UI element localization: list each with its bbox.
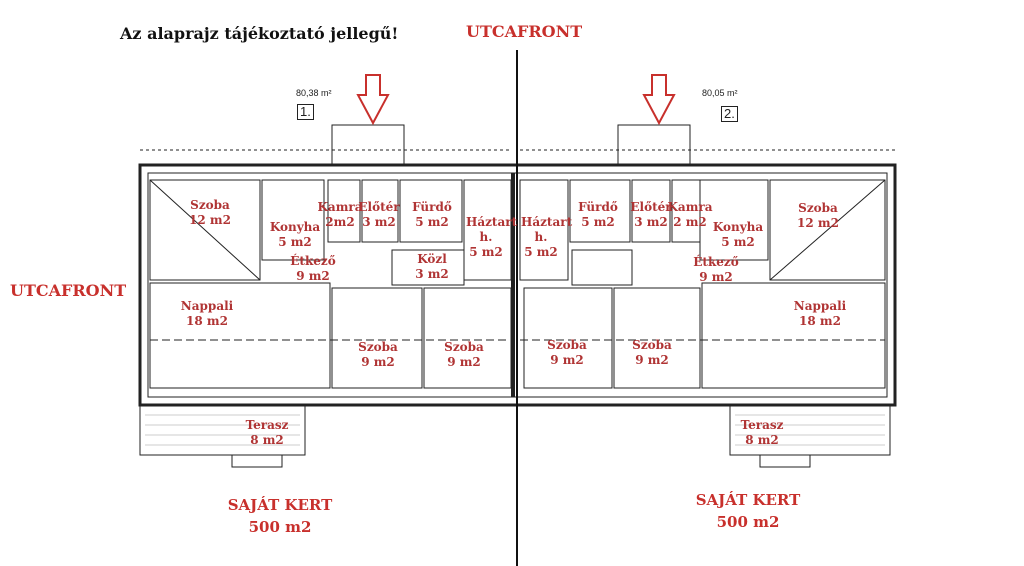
disclaimer-note: Az alaprajz tájékoztató jellegű! — [120, 24, 399, 43]
unit-1-area: 80,38 m² — [296, 88, 332, 98]
room-wall — [149, 179, 261, 281]
unit-2-area: 80,05 m² — [702, 88, 738, 98]
entrance-arrow-icon — [642, 74, 676, 126]
entrance-arrow-icon — [356, 74, 390, 126]
room-label: Háztart h.5 m2 — [521, 215, 573, 259]
street-front-left: UTCAFRONT — [10, 281, 127, 300]
unit-1-number: 1. — [297, 104, 314, 120]
street-front-top: UTCAFRONT — [466, 22, 583, 41]
terrace-left — [139, 404, 306, 456]
room-label: Háztart h.5 m2 — [466, 215, 518, 259]
unit-2-number: 2. — [721, 106, 738, 122]
